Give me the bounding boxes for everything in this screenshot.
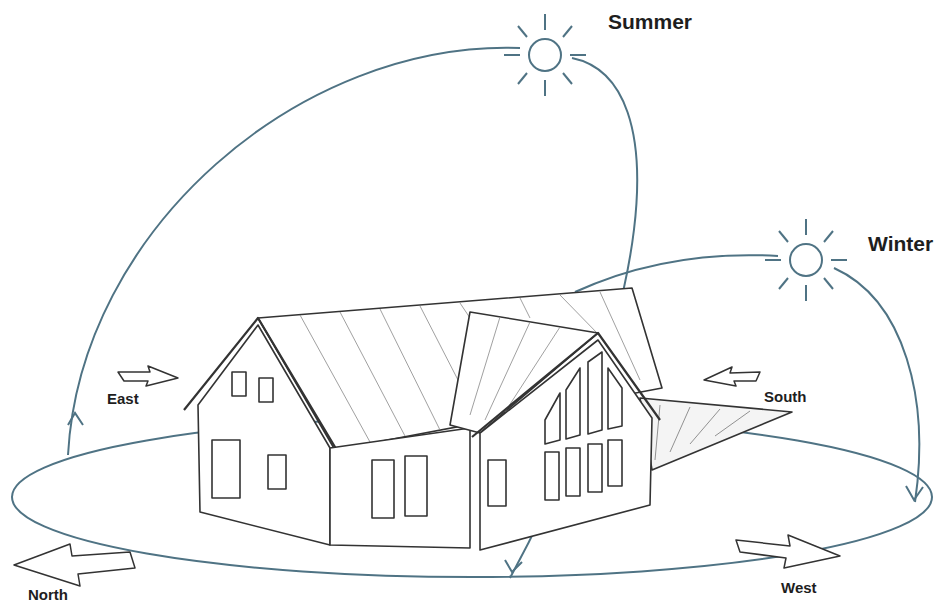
winter-path (834, 268, 919, 502)
south-arrow (704, 367, 760, 386)
sun-icon (504, 14, 586, 96)
path-arrowhead (68, 413, 83, 425)
season-label: Summer (608, 10, 692, 33)
sun-icon (765, 219, 847, 301)
horizon-ellipse (12, 417, 932, 577)
north-arrow (14, 544, 135, 586)
winter-path (575, 255, 778, 292)
direction-label: East (107, 391, 139, 408)
east-arrow (118, 366, 178, 386)
direction-label: West (781, 580, 817, 597)
direction-label: South (764, 389, 807, 406)
season-label: Winter (868, 232, 933, 255)
house-drawing (184, 288, 792, 550)
direction-label: North (28, 587, 68, 604)
west-arrow (736, 535, 840, 568)
path-arrowhead (906, 486, 923, 500)
path-arrowhead (505, 560, 522, 572)
